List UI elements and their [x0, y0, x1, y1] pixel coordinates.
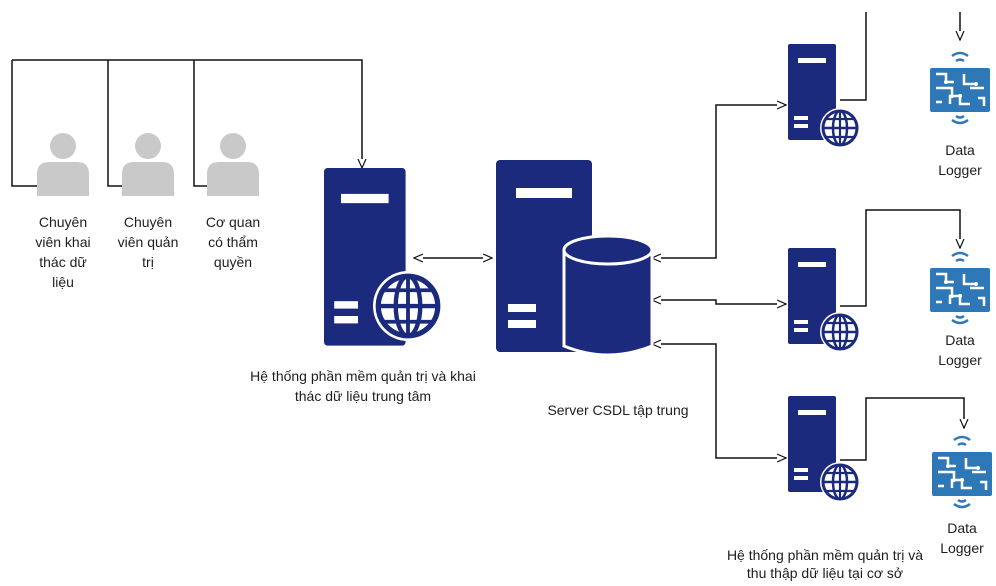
data-logger-icon-1	[928, 51, 992, 125]
actor-label-exploiter: Chuyên viên khai thác dữ liệu	[35, 214, 91, 290]
person-icon-admin	[122, 133, 174, 196]
database-icon	[562, 234, 654, 357]
central-system-globe-icon	[373, 271, 443, 341]
data-logger-icon-3	[930, 435, 994, 509]
actor-label-authority: Cơ quan có thẩm quyền	[205, 214, 261, 270]
data-logger-label-1: Data Logger	[938, 142, 982, 178]
person-icon-exploiter	[37, 133, 89, 196]
site-globe-icon-1	[818, 106, 862, 150]
data-logger-icon-2	[928, 251, 992, 325]
data-logger-label-2: Data Logger	[938, 332, 982, 368]
site-globe-icon-2	[818, 310, 862, 354]
site-links	[652, 105, 786, 458]
data-logger-label-3: Data Logger	[940, 520, 984, 556]
site-system-label: Hệ thống phần mềm quản trị và thu thập d…	[726, 547, 924, 581]
central-db-label: Server CSDL tập trung	[547, 402, 689, 418]
central-system-label: Hệ thống phần mềm quản trị và khai thác …	[250, 368, 476, 404]
person-icon-authority	[207, 133, 259, 196]
logger-links	[840, 12, 964, 461]
actor-label-admin: Chuyên viên quản trị	[117, 214, 179, 270]
site-globe-icon-3	[818, 460, 862, 504]
